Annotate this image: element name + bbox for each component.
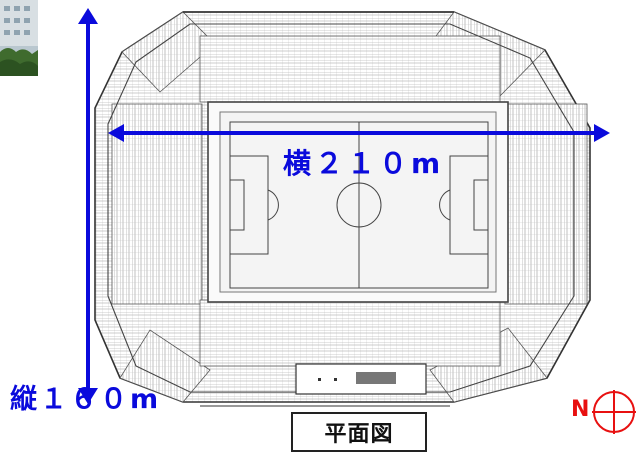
height-arrow xyxy=(78,8,98,404)
plan-title: 平面図 xyxy=(324,422,394,447)
north-compass-icon xyxy=(592,390,636,434)
height-dimension-label: 縦１６０m xyxy=(10,384,162,415)
width-dimension-label: 横２１０m xyxy=(283,147,445,180)
building-photo xyxy=(0,0,38,76)
pitch xyxy=(207,101,509,303)
plan-title-box: 平面図 xyxy=(291,412,427,452)
width-arrow xyxy=(108,124,610,142)
north-label: N xyxy=(571,397,590,422)
